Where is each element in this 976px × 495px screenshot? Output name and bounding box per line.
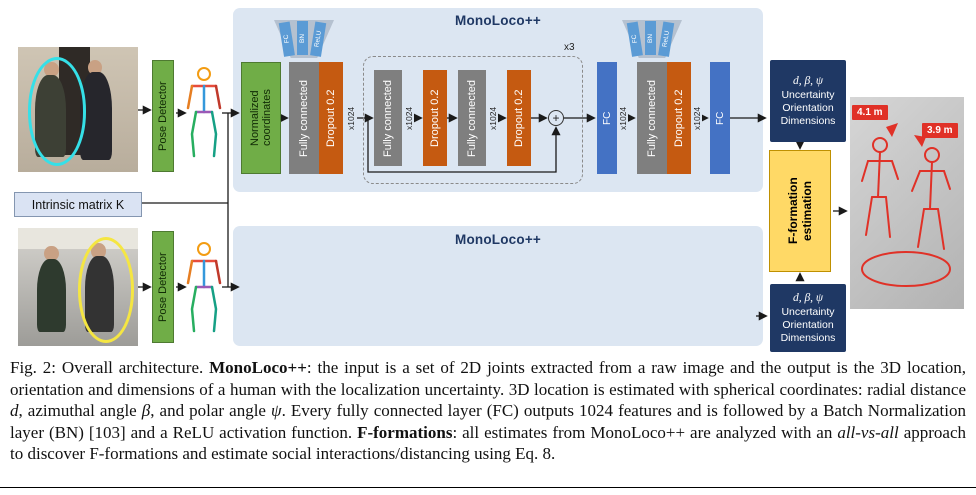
bn-mini-block: BN	[297, 21, 308, 55]
person-head	[44, 245, 59, 262]
fully-connected-block: Fully connected	[458, 70, 486, 166]
fully-connected-block: Fully connected	[374, 70, 402, 166]
output-box-bottom: d, β, ψ Uncertainty Orientation Dimensio…	[770, 284, 846, 352]
bn-mini-label: BN	[647, 33, 654, 43]
output-line: Uncertainty	[781, 305, 835, 318]
fully-connected-label: Fully connected	[298, 79, 310, 157]
orientation-arrow	[886, 123, 898, 137]
pose-detector-top: Pose Detector	[152, 60, 174, 172]
fully-connected-block: Fully connected	[289, 62, 319, 174]
fully-connected-label: Fully connected	[466, 79, 478, 157]
dropout-block: Dropout 0.2	[507, 70, 531, 166]
pose-detector-label: Pose Detector	[157, 81, 169, 151]
residual-add-node: +	[548, 110, 564, 126]
intrinsic-matrix-label: Intrinsic matrix K	[31, 197, 125, 212]
fc-block: FC	[597, 62, 617, 174]
bn-mini-block: BN	[645, 21, 656, 55]
yellow-highlight-ellipse	[78, 237, 135, 343]
output-line: Dimensions	[780, 331, 836, 344]
normalized-coordinates-block: Normalized coordinates	[241, 62, 281, 174]
x1024-label: x1024	[617, 98, 628, 138]
cyan-highlight-ellipse	[27, 57, 87, 166]
dropout-label: Dropout 0.2	[513, 89, 525, 147]
person-silhouette-left	[37, 258, 66, 332]
fc-block: FC	[710, 62, 730, 174]
fully-connected-block: Fully connected	[637, 62, 667, 174]
input-photo-top	[18, 47, 138, 172]
input-photo-bottom	[18, 228, 138, 346]
intrinsic-matrix-box: Intrinsic matrix K	[14, 192, 142, 217]
x1024-label: x1024	[487, 98, 498, 138]
dropout-block: Dropout 0.2	[667, 62, 691, 174]
output-symbols: d, β, ψ	[792, 292, 824, 305]
bn-mini-label: BN	[299, 33, 306, 43]
fc-label: FC	[601, 111, 613, 125]
bottom-rule	[0, 487, 976, 488]
distance-chip: 3.9 m	[922, 123, 958, 138]
f-formation-block: F-formation estimation	[769, 150, 831, 272]
output-symbols: d, β, ψ	[792, 75, 824, 88]
output-result-image: 4.1 m 3.9 m	[850, 97, 964, 309]
pose-skeleton-icon-top	[186, 67, 222, 158]
output-line: Orientation	[782, 101, 834, 114]
output-line: Orientation	[782, 318, 834, 331]
monoloco-panel-bottom: MonoLoco++	[233, 226, 763, 346]
figure-caption: Fig. 2: Overall architecture. MonoLoco++…	[10, 358, 966, 463]
normalized-coordinates-label: Normalized coordinates	[249, 89, 273, 147]
orientation-arrow	[914, 135, 926, 147]
dropout-block: Dropout 0.2	[423, 70, 447, 166]
monoloco-title-top: MonoLoco++	[455, 13, 541, 28]
dropout-label: Dropout 0.2	[673, 89, 685, 147]
dropout-block: Dropout 0.2	[319, 62, 343, 174]
fully-connected-label: Fully connected	[382, 79, 394, 157]
distance-chip: 4.1 m	[852, 105, 888, 120]
residual-group-box	[363, 56, 583, 184]
dropout-label: Dropout 0.2	[325, 89, 337, 147]
monoloco-title-bottom: MonoLoco++	[455, 232, 541, 247]
pose-skeleton-icon-bottom	[186, 242, 222, 333]
x1024-label: x1024	[403, 98, 414, 138]
person-head	[87, 59, 102, 75]
x1024-label: x1024	[345, 98, 356, 138]
x1024-label: x1024	[691, 98, 702, 138]
dropout-label: Dropout 0.2	[429, 89, 441, 147]
flow-arrows	[138, 105, 848, 321]
x3-label: x3	[564, 42, 575, 53]
residual-skip-wire	[367, 118, 561, 173]
fully-connected-label: Fully connected	[646, 79, 658, 157]
pose-detector-label: Pose Detector	[157, 252, 169, 322]
fc-label: FC	[714, 111, 726, 125]
pose-detector-bottom: Pose Detector	[152, 231, 174, 343]
f-formation-label: F-formation estimation	[786, 177, 814, 245]
result-skeletons	[861, 123, 951, 287]
output-box-top: d, β, ψ Uncertainty Orientation Dimensio…	[770, 60, 846, 142]
output-line: Dimensions	[780, 114, 836, 127]
output-line: Uncertainty	[781, 88, 835, 101]
